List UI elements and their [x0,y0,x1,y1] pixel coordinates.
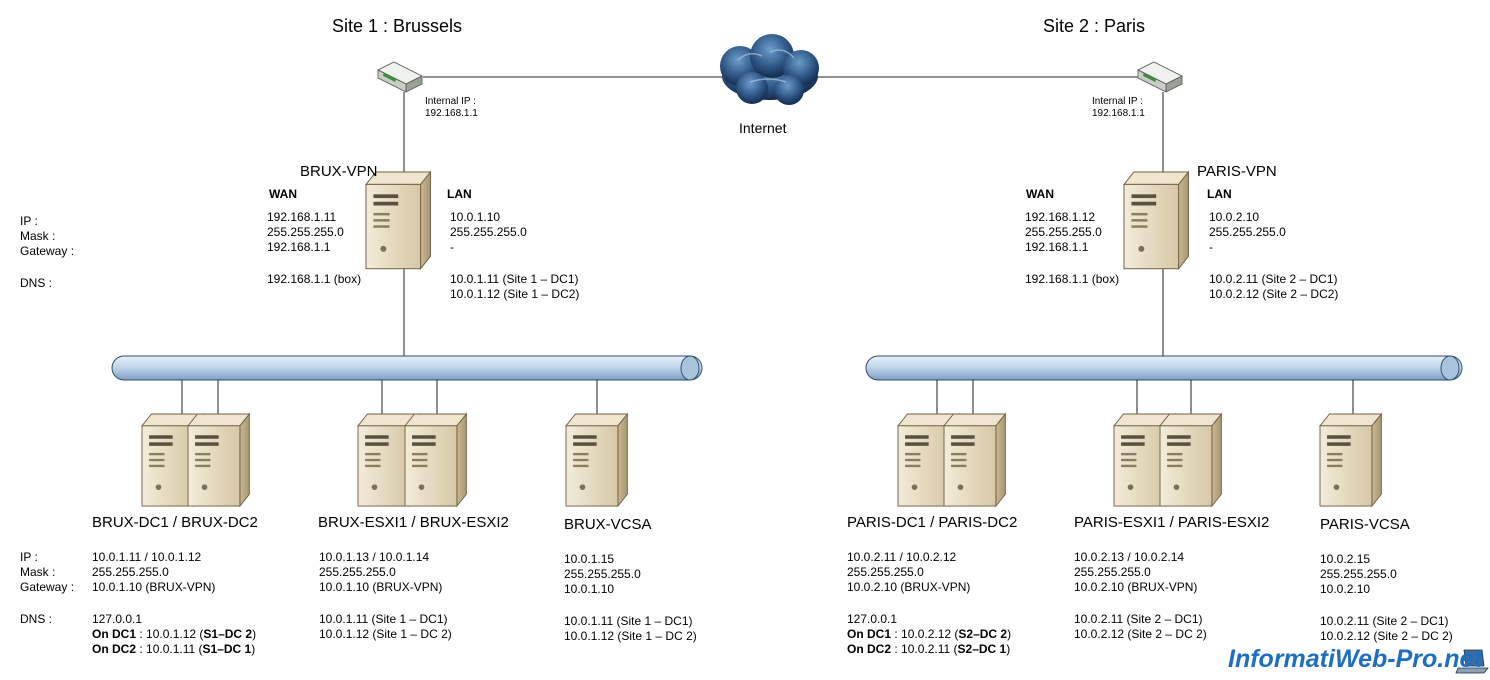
laptop-icon [1455,649,1489,674]
brux-vpn-wan: 192.168.1.11 255.255.255.0 192.168.1.1 1… [267,210,362,286]
network-bus-icon [865,355,1463,381]
watermark: InformatiWeb-Pro.net [1228,645,1482,673]
brux-vpn-name: BRUX-VPN [300,163,378,180]
paris-dc-name: PARIS-DC1 / PARIS-DC2 [847,514,1018,531]
brux-lan-title: LAN [447,187,472,201]
brux-esxi-config: 10.0.1.13 / 10.0.1.14 255.255.255.0 10.0… [319,550,452,641]
brux-dc-config: 10.0.1.11 / 10.0.1.12 255.255.255.0 10.0… [92,550,257,656]
paris-esxi-config: 10.0.2.13 / 10.0.2.14 255.255.255.0 10.0… [1074,550,1207,641]
brux-vpn-lan: 10.0.1.10 255.255.255.0 - 10.0.1.11 (Sit… [450,210,580,301]
paris-vpn-lan: 10.0.2.10 255.255.255.0 - 10.0.2.11 (Sit… [1209,210,1339,301]
server-tower-icon [943,413,1006,507]
cloud-icon [720,34,819,105]
server-tower-icon [1319,413,1382,507]
brux-wan-title: WAN [269,187,297,201]
server-tower-icon [404,413,467,507]
paris-lan-title: LAN [1207,187,1232,201]
router-icon [377,61,423,93]
paris-esxi-name: PARIS-ESXI1 / PARIS-ESXI2 [1074,514,1270,531]
network-bus-icon [111,355,703,381]
paris-dc-config: 10.0.2.11 / 10.0.2.12 255.255.255.0 10.0… [847,550,1012,656]
paris-vpn-wan: 192.168.1.12 255.255.255.0 192.168.1.1 1… [1025,210,1120,286]
paris-vcsa-name: PARIS-VCSA [1320,516,1410,533]
paris-vcsa-config: 10.0.2.15 255.255.255.0 10.0.2.10 10.0.2… [1320,552,1453,643]
paris-vpn-name: PARIS-VPN [1197,163,1277,180]
brux-esxi-name: BRUX-ESXI1 / BRUX-ESXI2 [318,514,509,531]
server-tower-icon [565,413,628,507]
server-row-labels: IP : Mask : Gateway : DNS : [20,550,75,626]
brux-router-label: Internal IP :192.168.1.1 [425,96,478,119]
paris-wan-title: WAN [1026,187,1054,201]
brux-vcsa-name: BRUX-VCSA [564,516,652,533]
vpn-row-labels: IP : Mask : Gateway : DNS : [20,214,75,290]
server-tower-icon [187,413,250,507]
wan-lines [403,76,1164,356]
site2-title: Site 2 : Paris [1043,16,1146,36]
server-tower-icon [365,171,432,270]
server-tower-icon [1159,413,1222,507]
server-tower-icon [1123,171,1190,270]
router-icon [1137,61,1183,93]
brux-vcsa-config: 10.0.1.15 255.255.255.0 10.0.1.10 10.0.1… [564,552,697,643]
internet-label: Internet [739,120,787,136]
brux-dc-name: BRUX-DC1 / BRUX-DC2 [92,514,258,531]
paris-router-label: Internal IP :192.168.1.1 [1092,96,1145,119]
drop-lines [181,380,1354,415]
site1-title: Site 1 : Brussels [332,16,463,36]
